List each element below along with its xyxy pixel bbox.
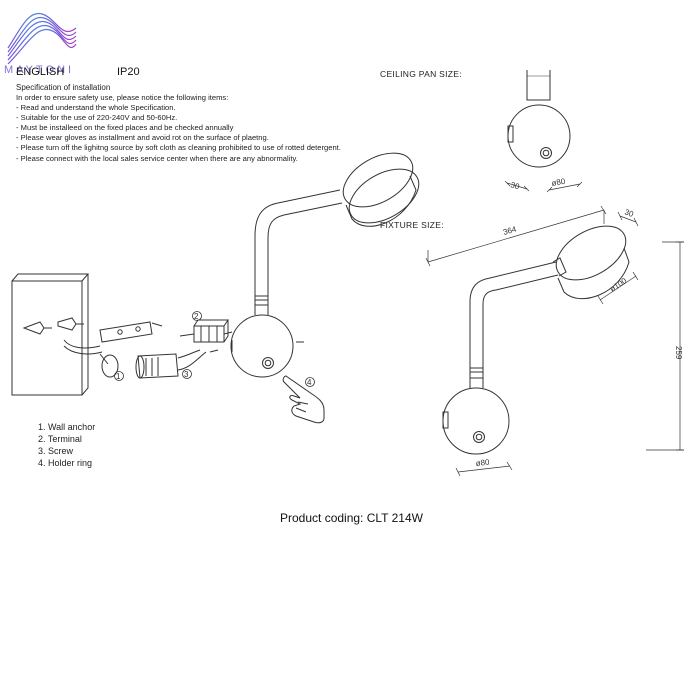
language-label: ENGLISH [16,66,65,78]
fixture-dim-base-diameter: ø80 [475,458,490,468]
ceiling-pan-dimensions [504,180,583,193]
fixture-dim-head-diameter: ø100 [608,276,629,294]
callout-1: 1 [116,372,121,381]
fixture-drawing [442,225,630,455]
callout-4: 4 [307,378,312,387]
spec-line: - Please connect with the local sales se… [16,153,298,163]
ceiling-dim-depth: 30 [509,180,521,191]
legend-item: 2. Terminal [38,434,82,444]
hand-pointer-icon [282,375,325,424]
spec-line: In order to ensure safety use, please no… [16,93,229,102]
callout-3: 3 [184,370,189,379]
fixture-dim-length: 364 [502,224,518,236]
spec-line: - Please wear gloves as installment and … [16,133,269,143]
ceiling-dim-diameter: ø80 [551,177,567,188]
logo-wordmark: MAYTONI [4,64,75,76]
lamp-base-exploded [230,189,343,378]
legend-item: 1. Wall anchor [38,422,96,432]
parts-legend: 1. Wall anchor 2. Terminal 3. Screw 4. H… [38,421,95,469]
lamp-head-exploded [342,152,420,227]
legend-item: 4. Holder ring [38,458,93,468]
ceiling-pan-drawing [507,70,571,168]
fixture-size-label: FIXTURE SIZE: [380,220,444,230]
brand-logo [7,12,77,65]
spec-line: - Must be installeed on the fixed places… [16,123,234,133]
fixture-dimensions [425,205,684,477]
fixture-dim-height: 259 [674,346,683,360]
ip-rating: IP20 [117,66,140,78]
spec-line: - Suitable for the use of 220-240V and 5… [16,113,178,123]
callout-markers [114,311,315,387]
callout-2: 2 [194,312,199,321]
wall-plate [11,273,90,396]
spec-line: - Please turn off the lighitng source by… [16,143,341,153]
wall-anchors [22,317,84,335]
mounting-bracket [63,321,163,355]
spec-title: Specification of installation [16,83,111,92]
holder-ring-assembly [99,349,219,379]
product-coding: Product coding: CLT 214W [280,511,423,525]
ceiling-pan-label: CEILING PAN SIZE: [380,69,462,79]
terminal-block [179,319,233,343]
spec-line: - Read and understand the whole Specific… [16,103,176,113]
legend-item: 3. Screw [38,446,74,456]
fixture-dim-head-depth: 30 [623,207,635,219]
spec-instructions: In order to ensure safety use, please no… [16,93,341,164]
